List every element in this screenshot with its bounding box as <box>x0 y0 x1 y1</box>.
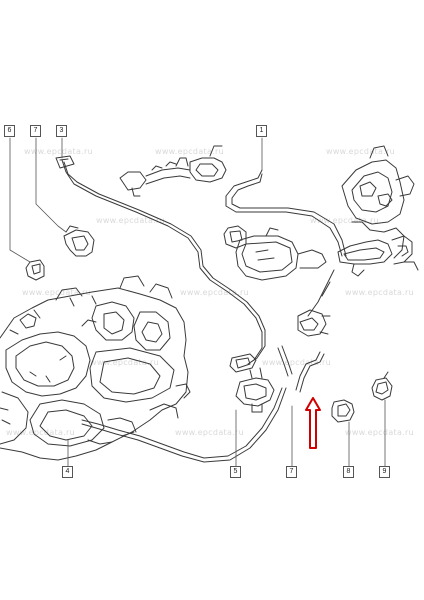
pedal-bracket-assembly <box>337 145 419 277</box>
fluid-reservoir <box>223 225 327 281</box>
clip-part-6 <box>25 259 45 281</box>
clip-part-8 <box>331 399 355 423</box>
callout-part-8: 8 <box>343 466 354 478</box>
gearbox-housing <box>0 275 191 461</box>
pipe-fitting-part-3 <box>55 155 75 169</box>
watermark-10: www.epcdata.ru <box>262 358 331 367</box>
clutch-pipe <box>61 159 347 463</box>
clip-part-9 <box>371 371 393 401</box>
watermark-5: www.epcdata.ru <box>310 216 379 225</box>
callout-part-7-upper: 7 <box>30 125 41 137</box>
leader-lines <box>9 137 386 467</box>
connector-part-5 <box>229 353 275 413</box>
watermark-9: www.epcdata.ru <box>90 358 159 367</box>
callout-part-5: 5 <box>230 466 241 478</box>
callout-part-4: 4 <box>62 466 73 478</box>
clip-part-7-lower <box>297 309 331 337</box>
watermark-8: www.epcdata.ru <box>345 288 414 297</box>
clip-part-7-upper <box>63 225 95 257</box>
watermark-11: www.epcdata.ru <box>6 428 75 437</box>
watermark-3: www.epcdata.ru <box>326 147 395 156</box>
watermark-2: www.epcdata.ru <box>155 147 224 156</box>
callout-part-6: 6 <box>4 125 15 137</box>
watermark-13: www.epcdata.ru <box>345 428 414 437</box>
callout-part-9: 9 <box>379 466 390 478</box>
watermark-7: www.epcdata.ru <box>180 288 249 297</box>
red-up-arrow-icon <box>305 397 321 449</box>
callout-part-3: 3 <box>56 125 67 137</box>
callout-part-1: 1 <box>256 125 267 137</box>
watermark-1: www.epcdata.ru <box>24 147 93 156</box>
watermark-12: www.epcdata.ru <box>175 428 244 437</box>
watermark-4: www.epcdata.ru <box>96 216 165 225</box>
watermark-6: www.epcdata.ru <box>22 288 91 297</box>
master-cylinder-link <box>119 145 227 197</box>
callout-part-7-lower: 7 <box>286 466 297 478</box>
